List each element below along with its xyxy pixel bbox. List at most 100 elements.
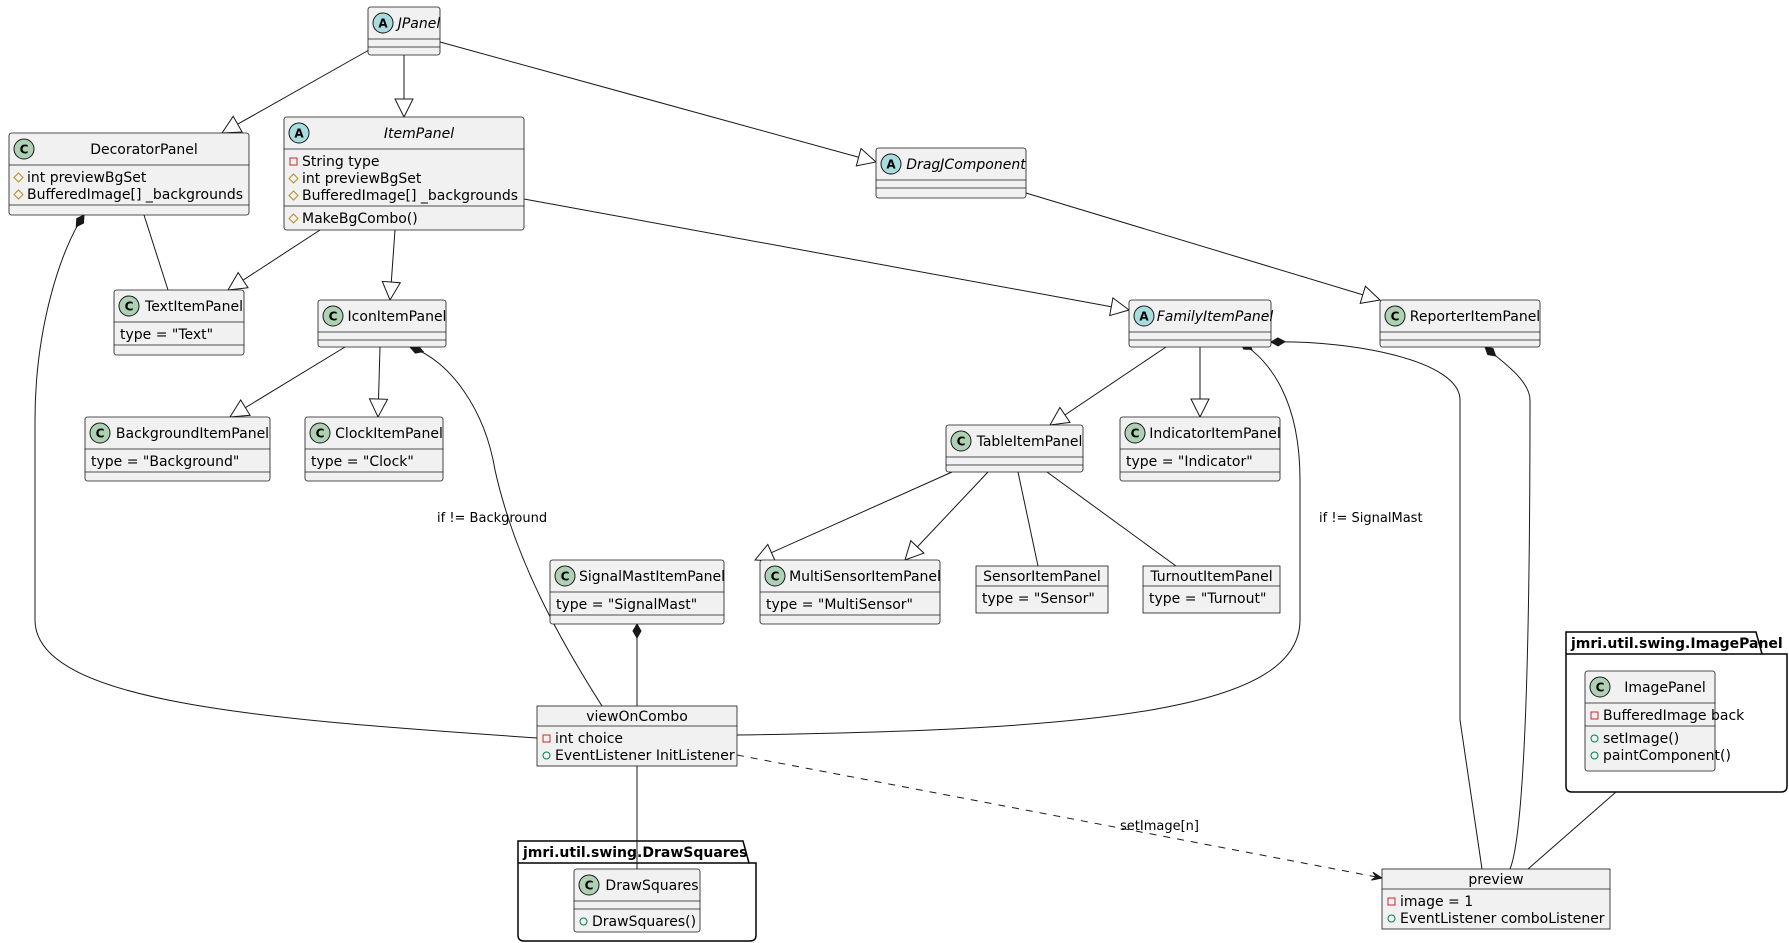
class-name: DragJComponent [906, 157, 1026, 173]
inheritance-arrowhead-icon [221, 115, 243, 134]
relation-drag-jcomponent-to-jpanel [439, 41, 878, 167]
relation-label: if != SignalMast [1319, 511, 1423, 526]
class-glyph-icon: A [378, 17, 388, 31]
class-glyph-icon: A [294, 127, 304, 141]
class-glyph-icon: C [1131, 427, 1140, 441]
class-name: ReporterItemPanel [1410, 309, 1540, 325]
inheritance-arrowhead-icon [1359, 285, 1382, 305]
field: type = "Sensor" [982, 591, 1095, 607]
class-name: IndicatorItemPanel [1149, 426, 1281, 442]
field: type = "Turnout" [1149, 591, 1266, 607]
class-icon [309, 422, 331, 444]
field: int previewBgSet [302, 171, 422, 187]
class-name: TextItemPanel [144, 299, 243, 315]
package-name: jmri.util.swing.DrawSquares [522, 845, 748, 861]
class-box [283, 116, 525, 231]
class-icon [13, 138, 35, 160]
relation-icon-item-panel-to-item-panel [381, 229, 402, 302]
relation-line [1017, 471, 1039, 567]
class-reporter-item-panel: C ReporterItemPanel [1379, 299, 1541, 348]
inheritance-arrowhead-icon [1109, 297, 1131, 317]
class-glyph-icon: C [957, 435, 966, 449]
inheritance-arrowhead-icon [904, 539, 925, 561]
relation-signal-mast-item-panel-to-table-item-panel [753, 471, 953, 562]
class-box [573, 868, 701, 933]
dependency-arrowhead-icon [1371, 871, 1384, 881]
class-glyph-icon: C [585, 879, 594, 893]
field: EventListener comboListener [1400, 911, 1605, 927]
public-visibility-icon [579, 917, 588, 926]
class-sensor-item-panel: SensorItemPanel type = "Sensor" [975, 565, 1109, 614]
relation-turnout-item-panel-to-table-item-panel [1046, 471, 1177, 567]
public-visibility-icon [1590, 751, 1599, 760]
relation-line [1527, 791, 1617, 870]
relation-line [754, 471, 953, 561]
object-name: viewOnCombo [586, 709, 688, 725]
class-box [317, 299, 447, 348]
relation-table-item-panel-to-family-item-panel [1049, 346, 1167, 426]
class-icon [322, 305, 344, 327]
class-icon [578, 874, 600, 896]
abstract-class-icon [1133, 305, 1155, 327]
class-glyph-icon: C [771, 570, 780, 584]
relation-line [523, 198, 1130, 311]
class-icon [1124, 422, 1146, 444]
class-box [1381, 868, 1611, 930]
protected-visibility-icon [288, 173, 299, 184]
class-glyph-icon: C [96, 427, 105, 441]
class-box [945, 424, 1084, 473]
relation-line [229, 346, 346, 418]
abstract-class-icon [880, 153, 902, 175]
class-box [1142, 565, 1281, 614]
class-name: MultiSensorItemPanel [789, 569, 941, 585]
public-visibility-icon [542, 751, 551, 760]
field: image = 1 [1400, 894, 1473, 910]
relation-label: if != Background [437, 511, 547, 526]
relation-indicator-item-panel-to-family-item-panel [1190, 347, 1210, 419]
relation-multi-sensor-item-panel-to-table-item-panel [904, 471, 989, 561]
field: BufferedImage[] _backgrounds [302, 188, 518, 204]
relation-view-on-combo-to-preview [736, 754, 1384, 881]
relation-family-item-panel-to-item-panel [523, 198, 1131, 317]
class-name: TableItemPanel [976, 434, 1083, 450]
relation-line [736, 754, 1383, 879]
protected-visibility-icon [288, 190, 299, 201]
class-icon [89, 422, 111, 444]
class-glyph-icon: C [316, 427, 325, 441]
relation-line [904, 471, 989, 561]
field: type = "Text" [120, 327, 213, 343]
class-name: DecoratorPanel [90, 142, 198, 158]
class-glyph-icon: C [1596, 681, 1605, 695]
class-name: FamilyItemPanel [1157, 309, 1274, 325]
class-box [1128, 299, 1272, 348]
private-visibility-icon [1387, 897, 1396, 906]
relation-line [736, 341, 1301, 736]
class-box [875, 147, 1027, 199]
composition-diamond-icon [75, 214, 85, 228]
relation-view-on-combo-to-signal-mast-item-panel [632, 622, 642, 706]
relation-sensor-item-panel-to-table-item-panel [1017, 471, 1039, 567]
field: type = "Clock" [311, 454, 414, 470]
inheritance-arrowhead-icon [394, 98, 414, 119]
relation-text-item-panel-to-item-panel [227, 229, 321, 291]
class-glyph-icon: C [1391, 310, 1400, 324]
method: paintComponent() [1603, 748, 1731, 764]
field: BufferedImage[] _backgrounds [27, 187, 243, 203]
protected-visibility-icon [288, 213, 299, 224]
object-name: SensorItemPanel [983, 569, 1101, 585]
relation-line [221, 49, 370, 134]
class-icon [1384, 305, 1406, 327]
relation-view-on-combo-to-decorator-panel [34, 214, 538, 739]
public-visibility-icon [1387, 914, 1396, 923]
